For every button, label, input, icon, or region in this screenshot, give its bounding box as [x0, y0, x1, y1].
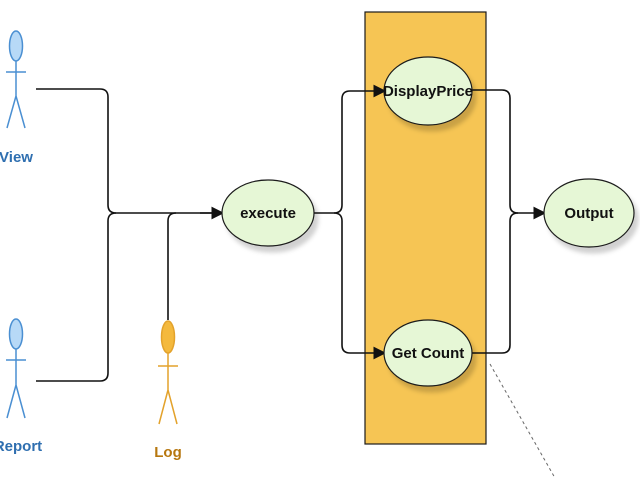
usecase-output[interactable]: Output [543, 178, 635, 248]
usecase-getcount-label: Get Count [392, 345, 465, 362]
usecase-getcount[interactable]: Get Count [383, 319, 473, 387]
actor-view-body [6, 61, 26, 129]
actor-log[interactable]: Log [154, 320, 182, 461]
usecase-execute[interactable]: execute [221, 179, 315, 247]
actor-view-head [8, 30, 24, 62]
actor-log-head [160, 320, 176, 354]
usecase-displayprice[interactable]: DisplayPrice [383, 56, 473, 126]
usecase-output-label: Output [564, 205, 613, 222]
usecase-getcount-shape[interactable] [383, 319, 473, 387]
actor-log-label: Log [154, 444, 182, 461]
usecase-displayprice-shape[interactable] [383, 56, 473, 126]
connectors [36, 84, 547, 382]
usecase-displayprice-label: DisplayPrice [383, 83, 473, 100]
connector-log-execute[interactable] [167, 212, 177, 320]
connector-execute-displayprice[interactable] [314, 84, 387, 214]
connector-report-execute[interactable] [36, 212, 117, 382]
actor-view[interactable]: View [0, 30, 33, 166]
dashed-association[interactable] [489, 363, 556, 479]
actor-view-label: View [0, 149, 33, 166]
connector-displayprice-output[interactable] [472, 89, 547, 220]
actor-log-body [158, 353, 178, 425]
actor-report-body [6, 349, 26, 419]
connector-view-execute[interactable] [36, 88, 222, 214]
actor-report[interactable]: Report [0, 318, 42, 455]
usecase-execute-label: execute [240, 205, 296, 222]
connector-execute-getcount[interactable] [333, 212, 387, 360]
usecase-output-shape[interactable] [543, 178, 635, 248]
usecase-execute-shape[interactable] [221, 179, 315, 247]
connector-getcount-output[interactable] [472, 212, 519, 354]
actor-report-label: Report [0, 438, 42, 455]
actor-report-head [8, 318, 24, 350]
